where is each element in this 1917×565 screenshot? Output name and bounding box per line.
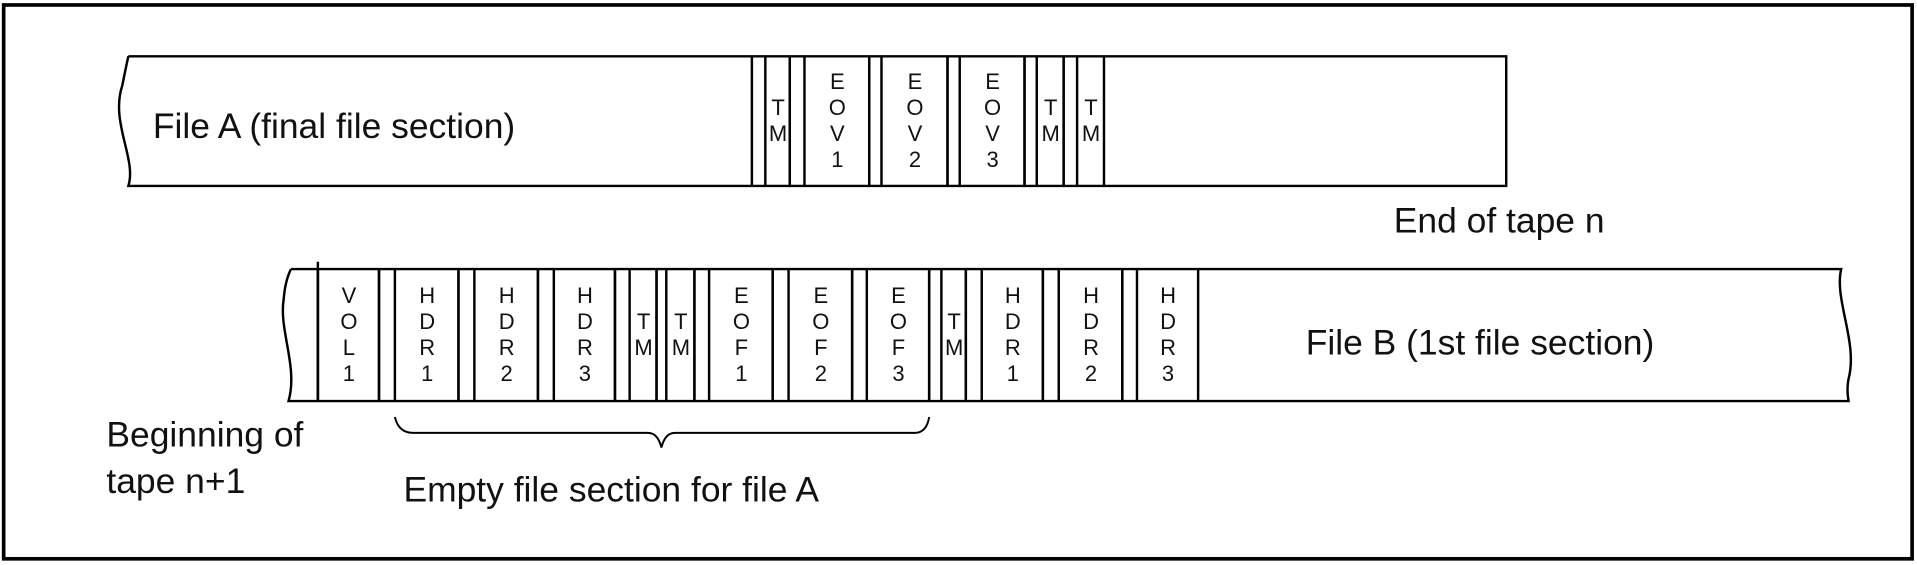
tape-n-blocks (750, 56, 1106, 186)
block-label-eov3: EOV3 (980, 69, 1006, 174)
block-tm (1062, 56, 1106, 186)
brace (393, 416, 931, 448)
block-label-eov1: EOV1 (824, 69, 850, 174)
end-of-tape-label: End of tape n (1394, 200, 1605, 240)
tape-n1-outline (281, 267, 1853, 403)
beginning-label-line1: Beginning of (106, 414, 303, 454)
block-label-eof1: EOF1 (728, 282, 754, 387)
tape-n1: File B (1st file section) (281, 261, 1853, 403)
block-label-hdr3: HDR3 (572, 282, 598, 387)
frame (1, 3, 1914, 561)
block-label-hdr2: HDR2 (494, 282, 520, 387)
tape-n1-blocks (316, 269, 1200, 402)
block-label-tm: TM (631, 308, 657, 361)
block-label-tm: TM (668, 308, 694, 361)
block-label-eov2: EOV2 (902, 69, 928, 174)
brace-label: Empty file section for file A (403, 469, 819, 509)
block-label-hdr3: HDR3 (1155, 282, 1181, 387)
block-label-tm: TM (1078, 95, 1104, 148)
file-a-label: File A (final file section) (153, 106, 515, 146)
block-label-tm: TM (765, 95, 791, 148)
block-label-eof3: EOF3 (885, 282, 911, 387)
tape-n-outline (117, 55, 1508, 188)
beginning-label-line2: tape n+1 (106, 461, 245, 501)
tape-n: File A (final file section) (117, 55, 1508, 188)
block-label-eof2: EOF2 (808, 282, 834, 387)
block-label-vol1: VOL1 (336, 282, 362, 387)
block-label-hdr1: HDR1 (1000, 282, 1026, 387)
block-label-tm: TM (941, 308, 967, 361)
file-b-label: File B (1st file section) (1306, 323, 1655, 363)
block-label-tm: TM (1038, 95, 1064, 148)
block-label-hdr1: HDR1 (414, 282, 440, 387)
block-hdr3 (1121, 269, 1200, 402)
block-label-hdr2: HDR2 (1078, 282, 1104, 387)
